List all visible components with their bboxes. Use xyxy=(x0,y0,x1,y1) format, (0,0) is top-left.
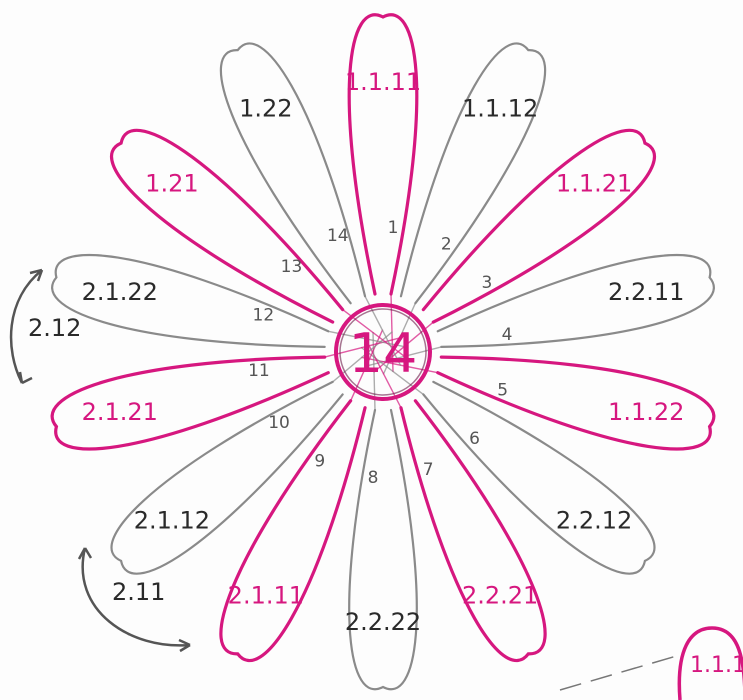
petal: 2.1.11 9 xyxy=(219,329,384,663)
petal-number: 14 xyxy=(327,226,349,246)
petal-number: 9 xyxy=(314,451,325,471)
corner-petal-label: 1.1.11 xyxy=(690,653,743,678)
corner-petal xyxy=(559,626,743,700)
petal-number: 11 xyxy=(248,361,270,381)
petal: 1.1.12 2 xyxy=(382,42,547,375)
petal: 2.1.12 10 xyxy=(110,331,393,575)
petal: 2.1.21 11 xyxy=(50,337,401,451)
center-circle-inner xyxy=(339,308,427,396)
side-arrow-upper xyxy=(9,268,44,385)
petal-number: 8 xyxy=(368,468,379,488)
petal: 2.2.12 6 xyxy=(360,346,656,575)
petal-label: 2.1.12 xyxy=(134,506,210,534)
petal-outline xyxy=(436,355,716,451)
petal: 1.1.22 5 xyxy=(361,355,716,451)
petal-label: 1.21 xyxy=(145,170,198,198)
side-arrow-lower xyxy=(77,547,191,653)
side-label-upper: 2.12 xyxy=(28,314,81,342)
petal-outline xyxy=(399,399,547,663)
petal: 2.2.22 8 xyxy=(345,331,421,691)
petal-label: 2.2.22 xyxy=(345,608,421,636)
center-layer: 14 xyxy=(334,303,432,401)
petal-outline xyxy=(421,128,656,324)
petal-number: 6 xyxy=(469,429,480,449)
petal-label: 2.2.21 xyxy=(462,581,538,609)
petal-outline xyxy=(399,42,547,305)
petal-number: 5 xyxy=(497,381,508,401)
petal-number: 7 xyxy=(423,460,434,480)
petal-outline xyxy=(348,408,418,691)
petal: 2.1.22 12 xyxy=(51,253,405,348)
petal-outline xyxy=(51,253,330,348)
center-label: 14 xyxy=(349,322,418,385)
petal-outline xyxy=(50,355,330,451)
petal-label: 2.2.12 xyxy=(556,506,632,534)
petal: 2.2.21 7 xyxy=(364,337,547,663)
petal-outline xyxy=(422,380,656,575)
petal-label: 2.2.11 xyxy=(608,278,684,306)
petal: 1.21 13 xyxy=(110,128,406,358)
petal-label: 1.22 xyxy=(239,95,292,123)
petal-number: 3 xyxy=(482,273,493,293)
petal-label: 1.1.11 xyxy=(345,68,421,96)
petal: 1.22 14 xyxy=(219,42,402,367)
petal-label: 2.1.22 xyxy=(82,278,158,306)
petal-number: 10 xyxy=(268,413,290,433)
petal-label: 1.1.21 xyxy=(556,170,632,198)
petal-outline xyxy=(347,13,419,296)
petal-outline xyxy=(219,399,367,663)
petal-number: 4 xyxy=(502,325,513,345)
petal-label: 1.1.22 xyxy=(608,398,684,426)
center-circle xyxy=(334,303,432,401)
petal: 2.2.11 4 xyxy=(365,253,715,367)
petal-outline xyxy=(110,128,345,324)
petal-label: 1.1.12 xyxy=(462,95,538,123)
petal-number: 12 xyxy=(253,305,275,325)
petal-number: 2 xyxy=(441,235,452,255)
petal-outline xyxy=(110,380,344,575)
petal-outline xyxy=(219,42,367,305)
petal-label: 2.1.21 xyxy=(82,398,158,426)
petal: 1.1.11 1 xyxy=(345,13,421,373)
petal-number: 13 xyxy=(281,257,303,277)
side-label-lower: 2.11 xyxy=(112,578,165,606)
petal-number: 1 xyxy=(388,218,399,238)
petal-outline xyxy=(436,253,715,348)
petal-label: 2.1.11 xyxy=(228,581,304,609)
